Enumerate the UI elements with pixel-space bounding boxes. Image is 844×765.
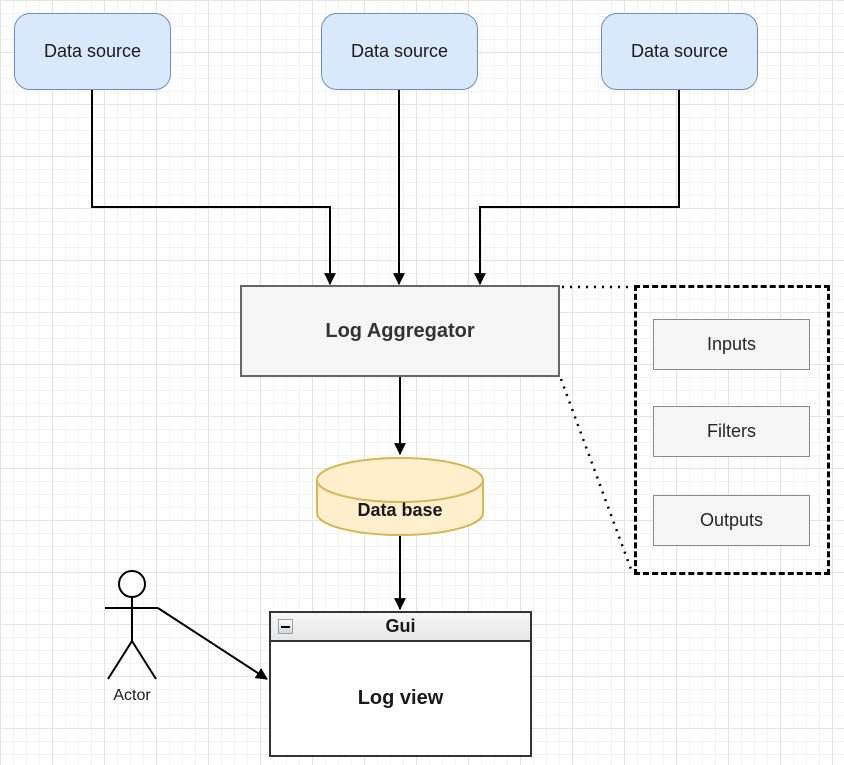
connector-aggregator-to-panel-bottom[interactable]: [559, 378, 634, 573]
log-view-label: Log view: [357, 687, 444, 709]
node-label: Data source: [630, 41, 729, 61]
minimize-button[interactable]: [278, 619, 293, 634]
node-label: Log Aggregator: [325, 319, 475, 342]
node-label: Inputs: [706, 334, 757, 354]
node-label: Data source: [350, 41, 449, 61]
gui-body: Log view: [271, 642, 530, 755]
node-label: Data base: [357, 500, 443, 520]
node-log-aggregator[interactable]: Log Aggregator: [240, 285, 560, 377]
gui-titlebar: Gui: [271, 613, 530, 642]
node-label: Outputs: [699, 510, 764, 530]
window-gui[interactable]: Gui Log view: [269, 611, 532, 757]
node-label: Data source: [43, 41, 142, 61]
actor-figure[interactable]: [105, 570, 158, 680]
connector-data-source-1-to-aggregator[interactable]: [91, 90, 336, 286]
connector-data-source-3-to-aggregator[interactable]: [474, 90, 680, 286]
node-filters[interactable]: Filters: [653, 406, 810, 457]
node-label: Filters: [707, 421, 756, 441]
connector-actor-to-gui[interactable]: [157, 607, 268, 680]
actor-label: Actor: [113, 687, 151, 704]
node-outputs[interactable]: Outputs: [653, 495, 810, 546]
node-data-source-3[interactable]: Data source: [601, 13, 758, 90]
node-database-label: Data base: [317, 458, 483, 535]
pipeline-panel[interactable]: Inputs Filters Outputs: [634, 285, 830, 575]
node-database[interactable]: [316, 457, 484, 536]
node-inputs[interactable]: Inputs: [653, 319, 810, 370]
gui-title: Gui: [385, 616, 416, 636]
minimize-icon: [281, 625, 290, 628]
node-data-source-1[interactable]: Data source: [14, 13, 171, 90]
node-data-source-2[interactable]: Data source: [321, 13, 478, 90]
